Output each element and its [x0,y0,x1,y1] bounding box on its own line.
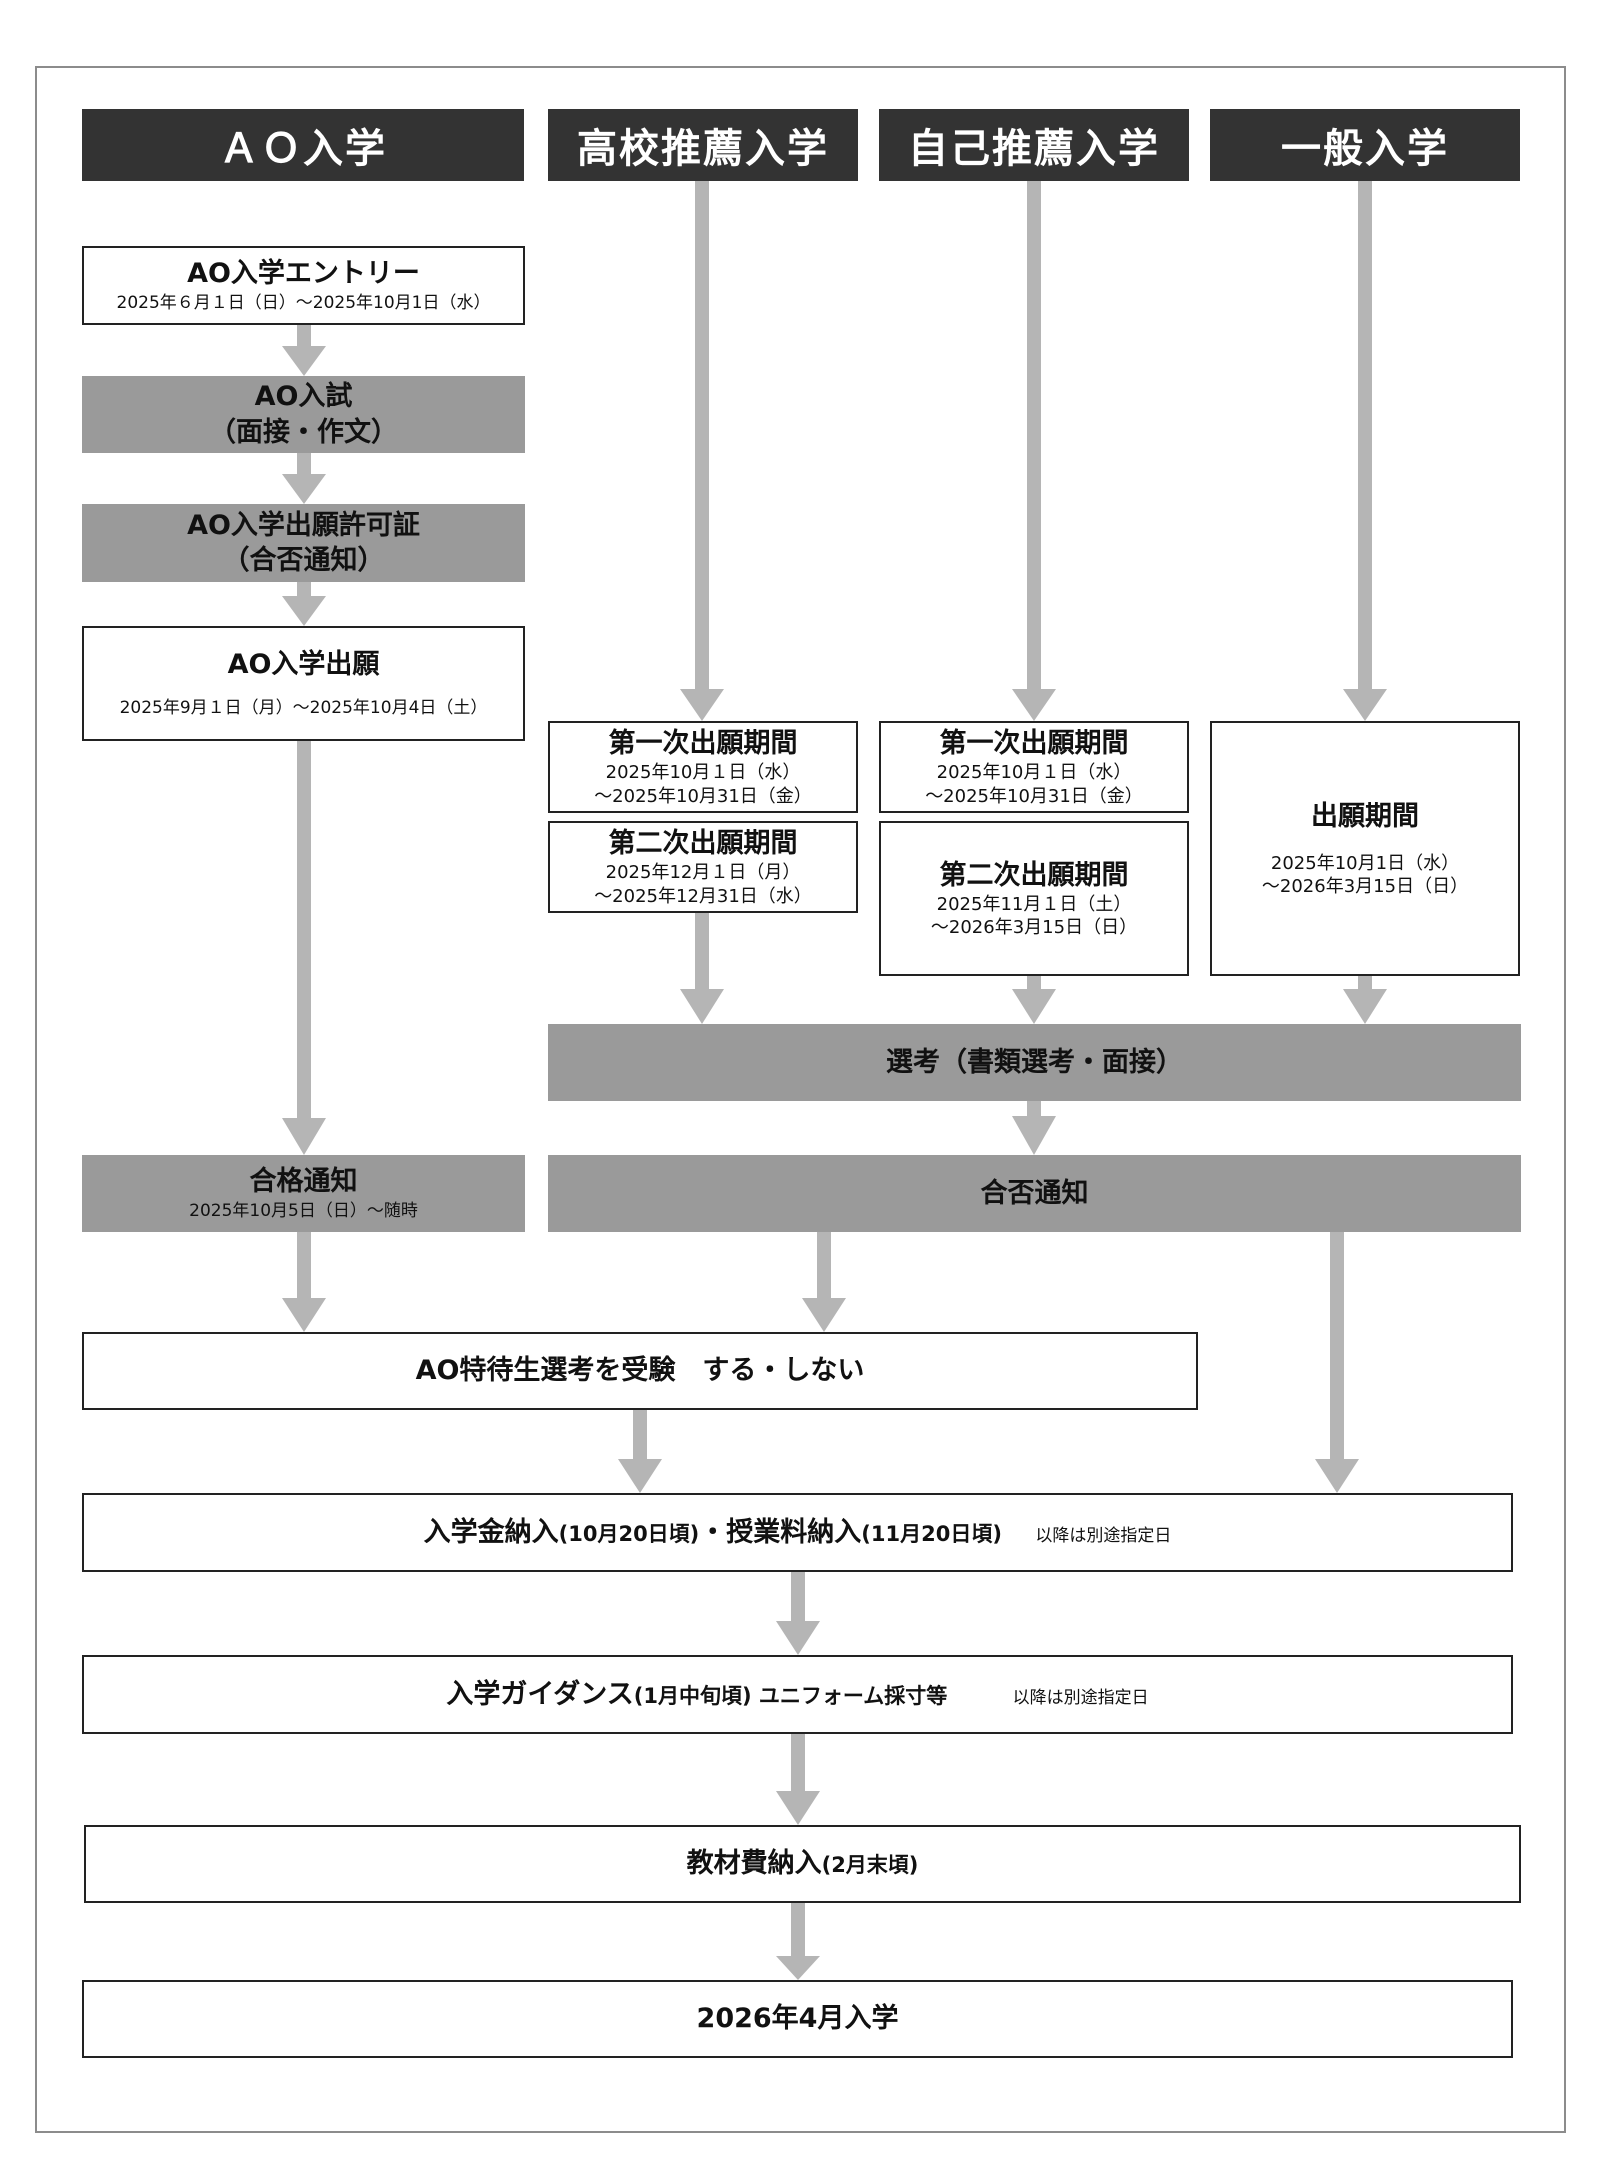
ao-pass-box: 合格通知 2025年10月5日（日）～随時 [82,1155,525,1232]
arrow-ao-pass-to-tokutai [282,1232,326,1332]
jiko-second-title: 第二次出願期間 [939,859,1129,891]
ao-apply-period: 2025年9月１日（月）～2025年10月4日（土） [119,697,488,718]
tokutai-label: AO特待生選考を受験 する・しない [415,1355,865,1387]
ao-entry-period: 2025年６月１日（日）～2025年10月1日（水） [116,292,491,313]
ippan-period-start: 2025年10月1日（水） [1270,852,1460,874]
jiko-first-period-box: 第一次出願期間 2025年10月１日（水） ～2025年10月31日（金） [879,721,1189,813]
arrow-ippan-to-period [1343,181,1387,721]
enroll-box: 2026年4月入学 [82,1980,1513,2058]
fees-note: 以降は別途指定日 [1035,1525,1172,1546]
outer-frame [35,66,1566,2133]
result-box: 合否通知 [548,1155,1521,1232]
guidance-detail: (1月中旬頃) ユニフォーム採寸等 [633,1683,948,1708]
arrow-koko-to-first [680,181,724,721]
header-ippan: 一般入学 [1210,109,1520,181]
arrow-fees-to-guidance [776,1572,820,1655]
koko-second-period-box: 第二次出願期間 2025年12月１日（月） ～2025年12月31日（水） [548,821,858,913]
result-label: 合否通知 [980,1177,1089,1209]
koko-second-start: 2025年12月１日（月） [605,862,801,884]
selection-box: 選考（書類選考・面接） [548,1024,1521,1101]
guidance-line: 入学ガイダンス(1月中旬頃) ユニフォーム採寸等 以降は別途指定日 [446,1677,1148,1712]
ao-apply-box: AO入学出願 2025年9月１日（月）～2025年10月4日（土） [82,626,525,741]
enroll-label: 2026年4月入学 [696,2003,899,2035]
koko-first-title: 第一次出願期間 [608,728,798,760]
fees-tuition: 授業料納入 [726,1516,862,1548]
jiko-second-end: ～2026年3月15日（日） [930,917,1138,939]
ao-pass-title: 合格通知 [249,1166,358,1198]
fees-box: 入学金納入(10月20日頃)・授業料納入(11月20日頃) 以降は別途指定日 [82,1493,1513,1572]
arrow-koko-second-to-selection [680,913,724,1024]
ippan-period-title: 出願期間 [1311,800,1419,832]
arrow-tokutai-to-fees [618,1410,662,1493]
ao-permit-sub: （合否通知） [222,545,385,576]
header-ao: ＡＯ入学 [82,109,524,181]
ao-permit-label: AO入学出願許可証 [187,509,420,541]
guidance-note: 以降は別途指定日 [1012,1687,1149,1708]
ao-entry-title: AO入学エントリー [187,258,420,290]
jiko-first-title: 第一次出願期間 [939,728,1129,760]
fees-tuition-date: (11月20日頃) [861,1521,1002,1546]
fees-entrance: 入学金納入 [423,1516,559,1548]
koko-second-end: ～2025年12月31日（水） [594,885,812,907]
ao-exam-label: AO入試 [254,381,353,413]
guidance-box: 入学ガイダンス(1月中旬頃) ユニフォーム採寸等 以降は別途指定日 [82,1655,1513,1734]
jiko-second-start: 2025年11月１日（土） [936,893,1132,915]
arrow-selection-to-result [1012,1101,1056,1155]
materials-box: 教材費納入(2月末頃) [84,1825,1521,1903]
arrow-guidance-to-materials [776,1734,820,1825]
arrow-ao-apply-to-pass [282,741,326,1155]
fees-entrance-date: (10月20日頃) [558,1521,700,1546]
ippan-period-end: ～2026年3月15日（日） [1261,876,1469,898]
ao-permit-box: AO入学出願許可証 （合否通知） [82,504,525,582]
arrow-ao-permit-to-apply [282,582,326,626]
arrow-jiko-second-to-selection [1012,976,1056,1024]
koko-second-title: 第二次出願期間 [608,828,798,860]
arrow-ao-exam-to-permit [282,453,326,504]
koko-first-start: 2025年10月１日（水） [605,762,801,784]
arrow-ao-entry-to-exam [282,324,326,376]
header-jiko-suisen: 自己推薦入学 [879,109,1189,181]
materials-label: 教材費納入 [686,1848,822,1880]
arrow-ippan-period-to-selection [1343,976,1387,1024]
arrow-result-to-fees [1315,1232,1359,1493]
koko-first-end: ～2025年10月31日（金） [594,785,812,807]
materials-date: (2月末頃) [821,1853,919,1878]
ao-exam-sub: （面接・作文） [209,416,398,448]
ao-entry-box: AO入学エントリー 2025年６月１日（日）～2025年10月1日（水） [82,246,525,325]
koko-first-period-box: 第一次出願期間 2025年10月１日（水） ～2025年10月31日（金） [548,721,858,813]
jiko-first-start: 2025年10月１日（水） [936,762,1132,784]
arrow-result-to-tokutai [802,1232,846,1332]
header-koko-suisen: 高校推薦入学 [548,109,858,181]
ao-apply-title: AO入学出願 [227,649,380,681]
ao-pass-period: 2025年10月5日（日）～随時 [189,1200,418,1221]
ippan-period-box: 出願期間 2025年10月1日（水） ～2026年3月15日（日） [1210,721,1520,976]
ao-exam-box: AO入試 （面接・作文） [82,376,525,453]
tokutai-box: AO特待生選考を受験 する・しない [82,1332,1198,1410]
jiko-second-period-box: 第二次出願期間 2025年11月１日（土） ～2026年3月15日（日） [879,821,1189,976]
selection-label: 選考（書類選考・面接） [886,1046,1183,1078]
materials-line: 教材費納入(2月末頃) [687,1846,919,1881]
guidance-label: 入学ガイダンス [446,1678,634,1710]
fees-line: 入学金納入(10月20日頃)・授業料納入(11月20日頃) 以降は別途指定日 [424,1515,1172,1550]
jiko-first-end: ～2025年10月31日（金） [925,785,1143,807]
arrow-materials-to-enroll [776,1903,820,1980]
arrow-jiko-to-first [1012,181,1056,721]
fees-separator: ・ [699,1516,727,1548]
